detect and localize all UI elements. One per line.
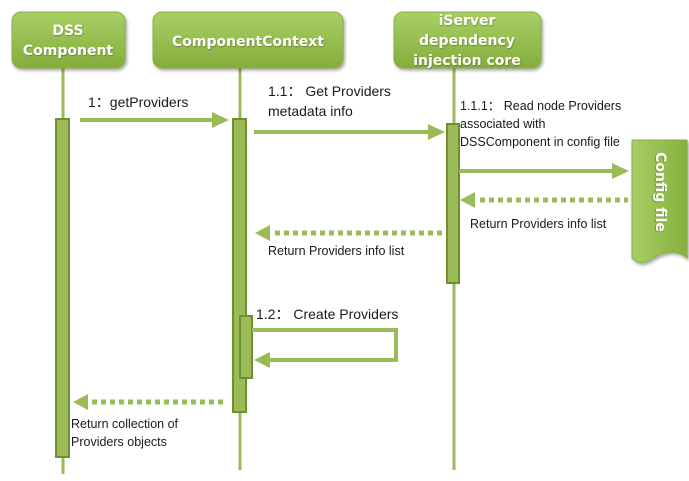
return-label-config-to-core: Return Providers info list [470, 217, 607, 231]
return-arrow-config-to-core [460, 192, 628, 208]
config-file-node [631, 139, 688, 264]
participant-component-context [152, 11, 344, 69]
participant-label-core-line2: dependency [419, 33, 515, 49]
return-label-dss-line1: Return collection of [71, 417, 179, 431]
participant-label-context: ComponentContext [172, 34, 324, 50]
activation-context-nested [239, 315, 253, 379]
message-label-1-2: 1.2： Create Providers [256, 306, 398, 322]
participant-dss-component [11, 11, 126, 69]
config-file-label: Config file [652, 152, 668, 232]
message-label-1-1-1-line1: 1.1.1： Read node Providers [460, 99, 621, 113]
message-arrow-read-node-providers [459, 163, 629, 179]
return-arrow-core-to-context [255, 225, 445, 241]
message-label-1-1-line2: metadata info [268, 103, 353, 119]
participant-label-dss-line2: Component [23, 43, 114, 59]
message-label-1-1-line1: 1.1： Get Providers [268, 83, 391, 99]
participant-label-core-line1: iServer [439, 13, 496, 29]
participant-label-dss-line1: DSS [52, 23, 83, 39]
activation-core [446, 123, 460, 284]
return-label-dss-line2: Providers objects [71, 435, 167, 449]
return-arrow-context-to-dss [73, 394, 226, 410]
message-arrow-getproviders [80, 112, 229, 128]
message-label-getproviders: 1：getProviders [88, 94, 188, 110]
participant-label-core-line3: injection core [413, 53, 521, 69]
activation-dss [55, 118, 70, 458]
message-arrow-get-providers-metadata [254, 124, 445, 140]
return-label-core-to-context: Return Providers info list [268, 244, 405, 258]
message-label-1-1-1-line2: associated with [460, 117, 546, 131]
self-message-create-providers [252, 328, 398, 368]
participant-iserver-core [393, 11, 542, 69]
message-label-1-1-1-line3: DSSComponent in config file [460, 135, 620, 149]
